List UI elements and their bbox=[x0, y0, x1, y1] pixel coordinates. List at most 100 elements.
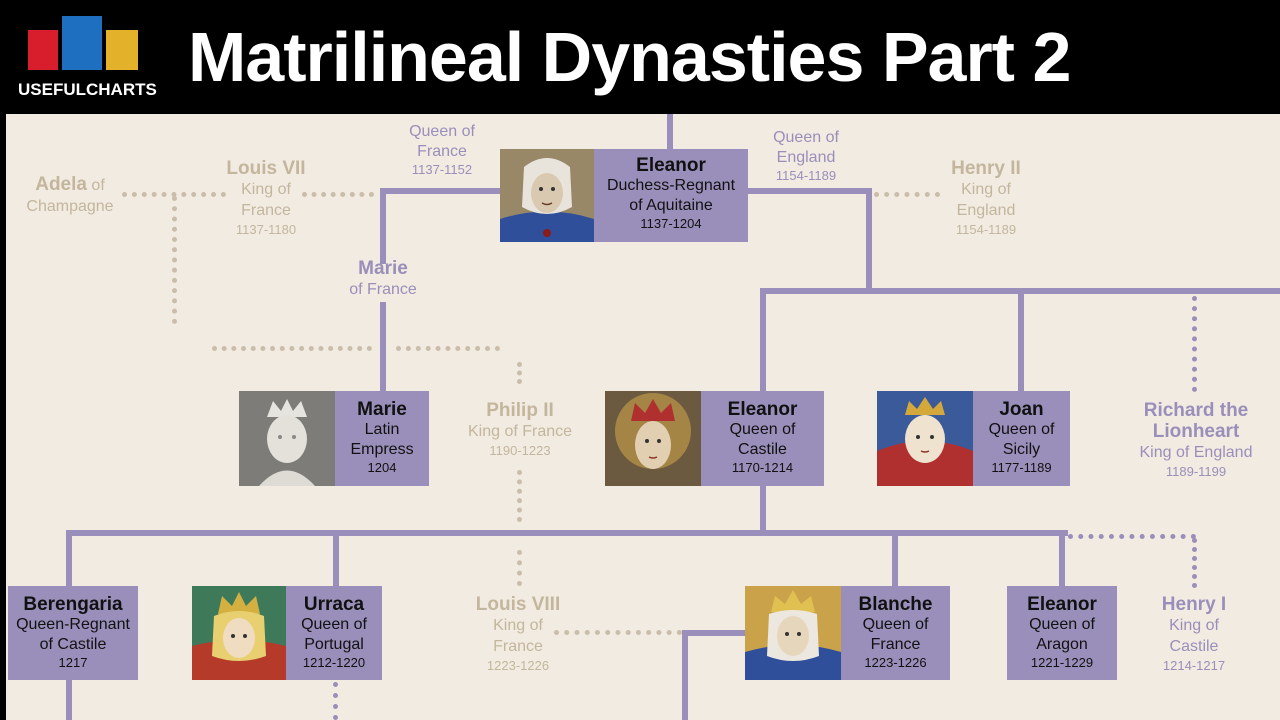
person-marie-of-france[interactable]: Marie of France bbox=[328, 258, 438, 300]
person-title: King of bbox=[961, 181, 1011, 198]
descent-dots-adela-h bbox=[212, 346, 372, 351]
person-title: King of France bbox=[467, 423, 573, 440]
person-years: 1170-1214 bbox=[731, 460, 794, 475]
descent-dots-henry1-h bbox=[1068, 534, 1196, 539]
header-bar: USEFULCHARTS Matrilineal Dynasties Part … bbox=[0, 0, 1280, 114]
line-eleanor-to-england bbox=[746, 188, 872, 194]
person-years: 1204 bbox=[367, 460, 397, 475]
person-name: Marie bbox=[357, 399, 407, 420]
person-title: Castile bbox=[1169, 638, 1219, 655]
person-title: France bbox=[870, 636, 921, 653]
person-years: 1212-1220 bbox=[302, 655, 366, 670]
person-title: Latin bbox=[364, 421, 400, 438]
logo-blue-bar bbox=[62, 16, 102, 70]
person-title: Portugal bbox=[304, 636, 364, 653]
queen-of-france-label: Queen of France 1137-1152 bbox=[382, 122, 502, 178]
person-title: Aragon bbox=[1036, 636, 1088, 653]
marriage-dots-adela-louis bbox=[122, 192, 226, 197]
person-name: Joan bbox=[999, 399, 1044, 420]
line-berengaria-down bbox=[66, 680, 72, 720]
person-years: 1137-1204 bbox=[640, 216, 702, 231]
line-top-descent bbox=[667, 114, 673, 150]
person-years: 1189-1199 bbox=[1165, 464, 1227, 479]
descent-dots-richard bbox=[1192, 296, 1197, 392]
person-name: Henry I bbox=[1161, 594, 1227, 615]
person-title: Queen of bbox=[862, 616, 929, 633]
person-philip-ii[interactable]: Philip II King of France 1190-1223 bbox=[450, 400, 590, 460]
person-years: 1137-1180 bbox=[235, 222, 297, 237]
descent-dots-philip-down bbox=[517, 470, 522, 522]
line-to-blanche bbox=[892, 530, 898, 586]
portrait-eleanor-of-castile bbox=[605, 391, 701, 486]
portrait-blanche bbox=[745, 586, 841, 680]
line-castile-children bbox=[66, 530, 1068, 536]
person-of: of bbox=[91, 177, 105, 194]
line-to-urraca bbox=[333, 530, 339, 586]
marriage-title: Queen of bbox=[409, 123, 475, 140]
marriage-years: 1154-1189 bbox=[775, 168, 837, 183]
person-title: King of bbox=[493, 617, 543, 634]
person-years: 1221-1229 bbox=[1030, 655, 1094, 670]
descent-dots-to-philip bbox=[396, 346, 500, 351]
person-years: 1154-1189 bbox=[955, 222, 1017, 237]
logo-yellow-bar bbox=[106, 30, 138, 70]
person-henry-i[interactable]: Henry I King of Castile 1214-1217 bbox=[1134, 594, 1254, 675]
person-louis-viii[interactable]: Louis VIII King of France 1223-1226 bbox=[458, 594, 578, 675]
person-name: Eleanor bbox=[727, 399, 798, 420]
family-tree-diagram: Queen of France 1137-1152 Queen of Engla… bbox=[6, 114, 1280, 720]
logo-text: USEFULCHARTS bbox=[18, 80, 157, 99]
card-urraca[interactable]: Urraca Queen of Portugal 1212-1220 bbox=[192, 586, 382, 680]
descent-dots-urraca bbox=[333, 682, 338, 720]
portrait-eleanor-of-aquitaine bbox=[500, 149, 594, 242]
person-title: of Aquitaine bbox=[629, 197, 713, 214]
card-eleanor-of-aragon[interactable]: Eleanor Queen of Aragon 1221-1229 bbox=[1007, 586, 1117, 680]
line-blanche-descent-h bbox=[682, 630, 746, 636]
marriage-dots-louis-france bbox=[302, 192, 374, 197]
person-name: Louis VIII bbox=[475, 594, 561, 615]
person-name: Philip II bbox=[486, 400, 554, 421]
card-berengaria[interactable]: Berengaria Queen-Regnant of Castile 1217 bbox=[8, 586, 138, 680]
line-to-berengaria bbox=[66, 530, 72, 586]
person-name: Berengaria bbox=[23, 594, 123, 615]
person-title: Queen of bbox=[988, 421, 1055, 438]
descent-dots-philip bbox=[517, 362, 522, 384]
person-title: France bbox=[493, 638, 543, 655]
line-france-down bbox=[380, 188, 386, 264]
person-name: Louis VII bbox=[226, 158, 306, 179]
marriage-dots-england-henry bbox=[874, 192, 940, 197]
marriage-place: France bbox=[417, 143, 467, 160]
card-blanche[interactable]: Blanche Queen of France 1223-1226 bbox=[745, 586, 950, 680]
portrait-urraca bbox=[192, 586, 286, 680]
person-title: Queen of bbox=[1029, 616, 1095, 633]
person-name: Urraca bbox=[303, 594, 365, 615]
person-adela[interactable]: Adela of Champagne bbox=[10, 174, 130, 217]
person-years: 1214-1217 bbox=[1162, 658, 1226, 673]
page-title: Matrilineal Dynasties Part 2 bbox=[188, 18, 1071, 96]
person-title: King of bbox=[1169, 617, 1219, 634]
person-louis-vii[interactable]: Louis VII King of France 1137-1180 bbox=[206, 158, 326, 239]
person-name: Eleanor bbox=[1027, 594, 1097, 615]
queen-of-england-label: Queen of England 1154-1189 bbox=[746, 128, 866, 184]
person-years: 1190-1223 bbox=[489, 443, 551, 458]
person-henry-ii[interactable]: Henry II King of England 1154-1189 bbox=[926, 158, 1046, 239]
card-joan-of-sicily[interactable]: Joan Queen of Sicily 1177-1189 bbox=[877, 391, 1070, 486]
person-years: 1217 bbox=[58, 655, 88, 670]
person-title: Sicily bbox=[1002, 441, 1041, 458]
usefulcharts-logo[interactable]: USEFULCHARTS bbox=[18, 12, 158, 107]
line-to-joan bbox=[1018, 288, 1024, 392]
card-marie-latin-empress[interactable]: Marie Latin Empress 1204 bbox=[239, 391, 429, 486]
person-richard-the-lionheart[interactable]: Richard the Lionheart King of England 11… bbox=[1116, 400, 1276, 481]
card-eleanor-of-aquitaine[interactable]: Eleanor Duchess-Regnant of Aquitaine 113… bbox=[500, 149, 748, 242]
person-name: Blanche bbox=[858, 594, 933, 615]
person-years: 1223-1226 bbox=[486, 658, 550, 673]
line-blanche-descent-v bbox=[682, 630, 688, 720]
person-name: Richard the bbox=[1143, 400, 1249, 421]
person-title: King of bbox=[241, 181, 291, 198]
person-name: Adela bbox=[35, 174, 87, 195]
descent-dots-henry1-v bbox=[1192, 538, 1197, 588]
person-name: Henry II bbox=[951, 158, 1021, 179]
person-title: Empress bbox=[350, 441, 414, 458]
portrait-joan-of-sicily bbox=[877, 391, 973, 486]
card-eleanor-of-castile[interactable]: Eleanor Queen of Castile 1170-1214 bbox=[605, 391, 824, 486]
person-name: Eleanor bbox=[636, 155, 706, 176]
